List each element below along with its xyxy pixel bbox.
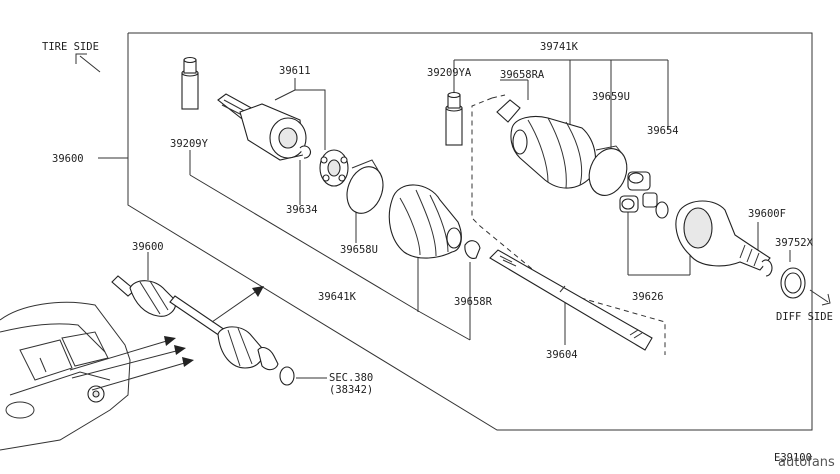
reference-arrows-icon xyxy=(69,286,264,391)
part-label-39600-shaft: 39600 xyxy=(132,241,164,253)
band-39658ra xyxy=(496,99,521,123)
vehicle-outline xyxy=(0,301,131,451)
part-label-39741k: 39741K xyxy=(540,41,579,53)
outer-cv-joint-39611 xyxy=(217,93,307,161)
grease-tube-39209y xyxy=(181,56,199,110)
grease-tube-39209ya xyxy=(445,91,463,146)
assembly-frame xyxy=(127,32,813,431)
tire-side-label: TIRE SIDE xyxy=(42,41,99,53)
small-band-39658r xyxy=(464,240,481,259)
inner-joint-dashed-box xyxy=(471,97,666,355)
ball-cage xyxy=(319,149,349,187)
large-band-39659u xyxy=(588,145,628,196)
inner-housing-39626 xyxy=(675,200,771,271)
diff-side-label: DIFF SIDE xyxy=(776,311,833,323)
part-label-39626: 39626 xyxy=(632,291,664,303)
boot-band-39658u xyxy=(346,159,384,214)
part-label-39658r: 39658R xyxy=(454,296,493,308)
leader-lines xyxy=(147,59,791,379)
outer-boot-39641k xyxy=(388,184,462,259)
tire-side-arrow-icon xyxy=(75,53,101,73)
part-label-39658u: 39658U xyxy=(340,244,378,256)
part-label-39658ra: 39658RA xyxy=(500,69,545,81)
drive-shaft-39604 xyxy=(489,249,653,351)
diff-side-arrow-icon xyxy=(809,289,831,306)
part-label-39600f: 39600F xyxy=(748,208,786,220)
part-label-39611: 39611 xyxy=(279,65,311,77)
part-label-39209y: 39209Y xyxy=(170,138,209,150)
part-label-39634: 39634 xyxy=(286,204,318,216)
circlip-39600f xyxy=(761,259,773,277)
diagram-code-label: E39100 xyxy=(774,452,812,464)
part-label-39659u: 39659U xyxy=(592,91,630,103)
snap-ring-inner xyxy=(655,201,669,219)
watermark-label: autofans xyxy=(778,455,835,470)
part-label-39752x: 39752X xyxy=(775,237,814,249)
oil-seal-39752x xyxy=(780,267,806,299)
sec380-label: SEC.380 xyxy=(329,372,373,384)
sec380-ref-label: (38342) xyxy=(329,384,373,396)
tripod-39654 xyxy=(619,171,658,213)
inner-boot-39741k xyxy=(510,115,597,189)
snap-ring-39634 xyxy=(299,145,311,159)
part-label-39654: 39654 xyxy=(647,125,679,137)
part-label-39209ya: 39209YA xyxy=(427,67,472,79)
full-drive-shaft-assembly xyxy=(111,275,295,386)
part-label-39604: 39604 xyxy=(546,349,578,361)
part-label-39641k: 39641K xyxy=(318,291,357,303)
part-label-39600-frame: 39600 xyxy=(52,153,84,165)
